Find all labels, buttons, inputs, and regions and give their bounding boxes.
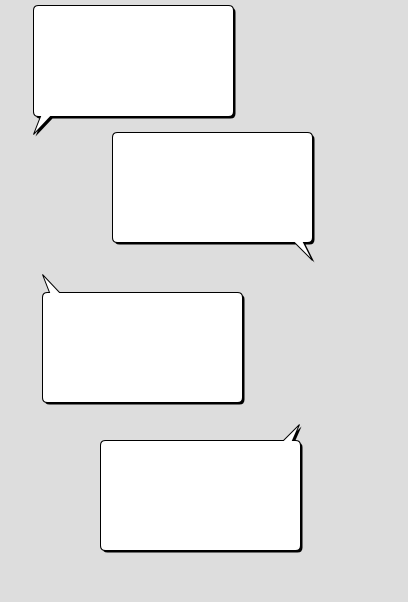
- speech-bubble-4: [100, 424, 303, 553]
- speech-bubble-3-shape: [42, 274, 243, 403]
- speech-bubble-4-shape: [100, 424, 301, 551]
- speech-bubble-3: [42, 274, 245, 405]
- speech-bubble-2: [112, 132, 315, 263]
- speech-bubble-2-shape: [112, 132, 313, 261]
- speech-bubble-1: [33, 5, 236, 137]
- speech-bubble-1-shape: [33, 5, 234, 135]
